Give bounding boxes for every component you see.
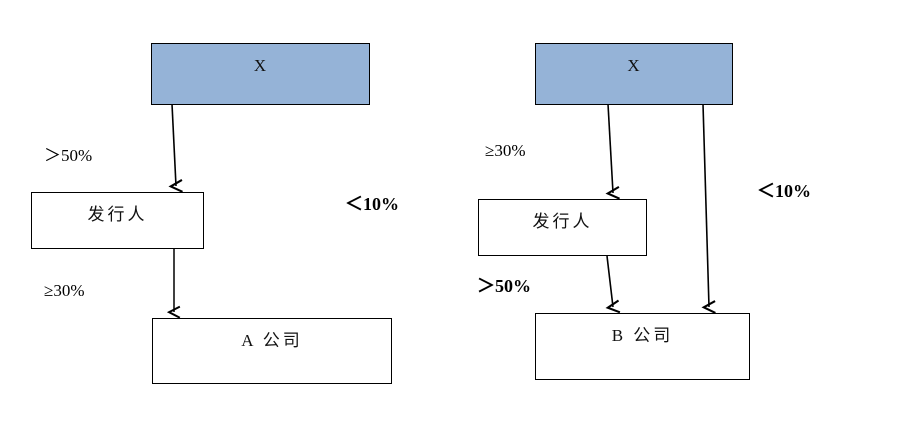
edge-label-left-gt50: ＞50% <box>44 146 93 165</box>
node-label-left-company-a: A 公司 <box>241 331 303 350</box>
node-right-shareholder-x[interactable]: X <box>535 43 733 105</box>
edge-label-right-lt10: ＜10% <box>757 181 811 201</box>
node-left-shareholder-x[interactable]: X <box>151 43 370 105</box>
node-label-left-issuer: 发行人 <box>87 205 148 224</box>
edge-label-right-gt50: ＞50% <box>477 276 531 296</box>
edge-left-x-to-issuer <box>172 103 176 186</box>
edge-label-left-lt10: ＜10% <box>345 194 399 214</box>
edge-right-x-to-issuer <box>608 103 613 193</box>
node-right-issuer[interactable]: 发行人 <box>478 199 647 256</box>
node-left-company-a[interactable]: A 公司 <box>152 318 392 384</box>
edge-label-right-ge30: ≥30% <box>485 141 526 160</box>
node-label-right-x: X <box>627 56 641 75</box>
edge-right-x-to-company <box>703 103 709 307</box>
node-label-left-x: X <box>253 56 268 75</box>
node-label-right-issuer: 发行人 <box>532 212 593 231</box>
node-label-right-company-b: B 公司 <box>611 326 674 345</box>
node-right-company-b[interactable]: B 公司 <box>535 313 750 380</box>
edge-label-left-ge30: ≥30% <box>44 281 85 300</box>
edge-right-issuer-to-company <box>607 255 613 307</box>
node-left-issuer[interactable]: 发行人 <box>31 192 204 249</box>
